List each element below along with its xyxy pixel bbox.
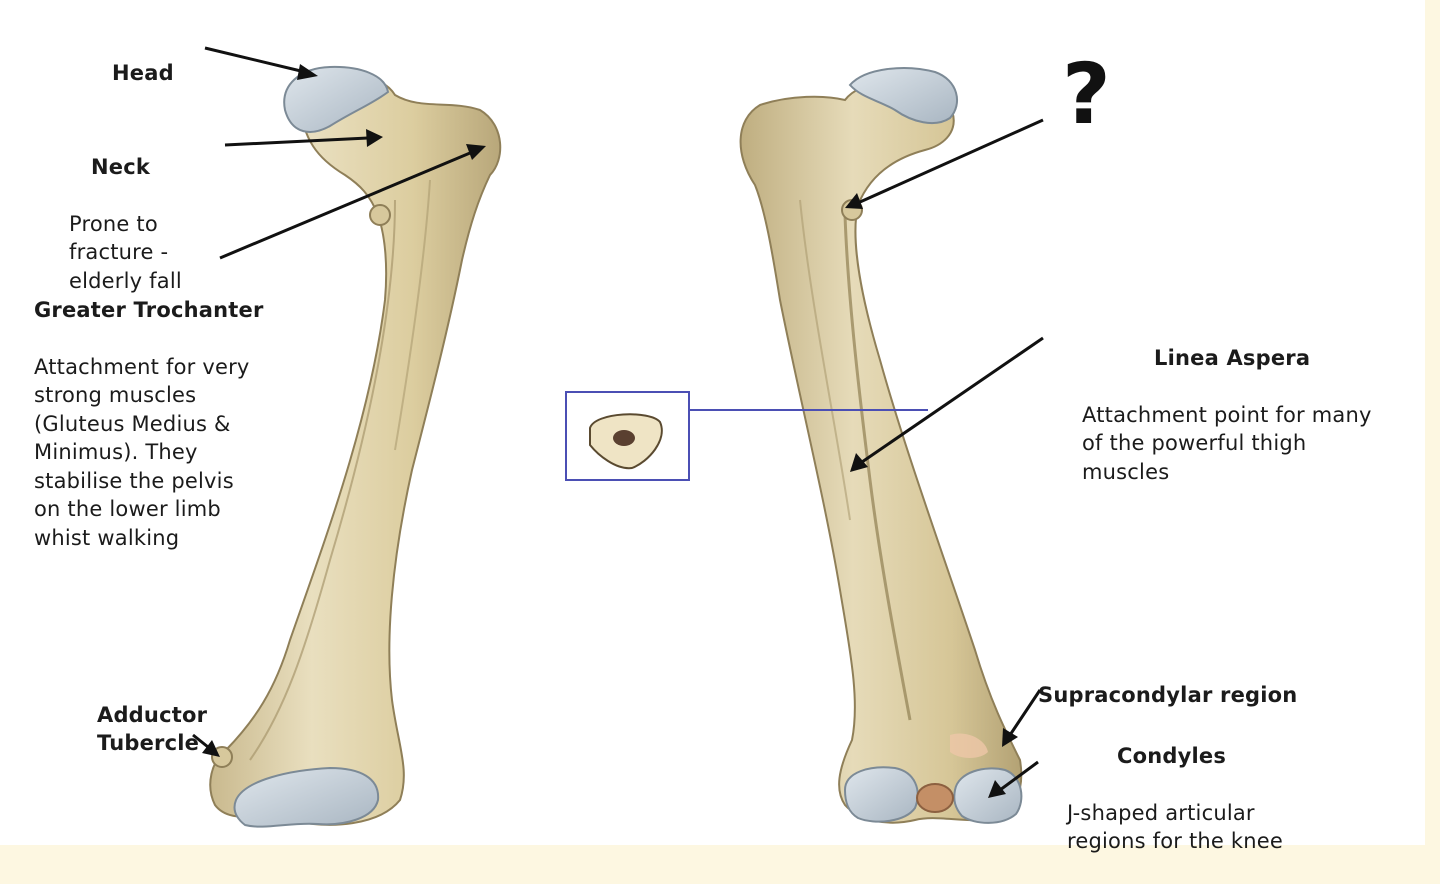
- arrow-supracondylar: [1008, 689, 1042, 736]
- label-linea-aspera-description: Attachment point for many of the powerfu…: [1082, 402, 1372, 484]
- label-adductor-tubercle-title: Adductor Tubercle: [97, 702, 208, 756]
- arrow-adductor-tubercle: [192, 733, 209, 749]
- right-linea-aspera-ridge: [843, 214, 912, 721]
- arrowhead-adductor-tubercle: [202, 740, 220, 757]
- label-condyles: Condyles J-shaped articular regions for …: [1067, 713, 1283, 884]
- cross-section-inset: [565, 391, 928, 481]
- label-head-title: Head: [112, 60, 174, 85]
- label-supracondylar: Supracondylar region: [1038, 652, 1297, 738]
- arrowhead-condyles: [988, 780, 1006, 798]
- label-linea-aspera: Linea Aspera Attachment point for many o…: [1082, 315, 1372, 515]
- label-condyles-title: Condyles: [1117, 743, 1227, 768]
- right-head-cartilage: [848, 67, 958, 125]
- label-neck: Neck Prone to fracture - elderly fall: [69, 124, 182, 324]
- arrowhead-neck: [366, 129, 383, 147]
- right-femur-shade: [799, 199, 851, 521]
- pointer-arrows: [192, 46, 1044, 798]
- label-head: Head: [112, 30, 174, 116]
- left-femur-body: [209, 75, 502, 826]
- arrow-condyles: [999, 760, 1039, 792]
- left-femur-shade: [394, 179, 431, 451]
- arrow-question: [859, 118, 1044, 204]
- diagram-panel: [0, 0, 1425, 845]
- arrowhead-question: [845, 193, 863, 209]
- arrowhead-supracondylar: [1002, 728, 1018, 747]
- arrow-neck: [224, 136, 369, 147]
- arrowhead-head: [297, 64, 318, 80]
- right-femur: [739, 67, 1023, 824]
- medullary-cavity: [613, 430, 635, 446]
- supracondylar-tint: [950, 733, 988, 758]
- arrowhead-linea-aspera: [850, 453, 868, 472]
- label-greater-trochanter-description: Attachment for very strong muscles (Glut…: [34, 354, 250, 550]
- right-condyle-medial: [843, 766, 919, 823]
- arrow-head: [204, 46, 306, 74]
- label-condyles-description: J-shaped articular regions for the knee: [1067, 800, 1284, 854]
- arrowhead-greater-trochanter: [466, 144, 486, 160]
- intercondylar-notch: [916, 783, 954, 813]
- label-linea-aspera-title: Linea Aspera: [1154, 345, 1311, 370]
- left-condyle-cartilage: [233, 766, 380, 828]
- right-femur-body: [739, 82, 1023, 824]
- left-femur-ridge: [249, 199, 396, 761]
- right-condyle-lateral: [953, 767, 1023, 824]
- label-greater-trochanter-title: Greater Trochanter: [34, 297, 264, 322]
- label-adductor-tubercle: Adductor Tubercle: [97, 672, 207, 786]
- label-neck-description: Prone to fracture - elderly fall: [69, 211, 182, 293]
- arrow-greater-trochanter: [219, 151, 471, 260]
- label-greater-trochanter: Greater Trochanter Attachment for very s…: [34, 267, 264, 581]
- unknown-structure-question-mark: ?: [1062, 45, 1111, 143]
- left-lesser-trochanter: [369, 204, 391, 226]
- arrow-linea-aspera: [861, 336, 1044, 464]
- label-supracondylar-title: Supracondylar region: [1038, 682, 1298, 707]
- label-neck-title: Neck: [91, 154, 151, 179]
